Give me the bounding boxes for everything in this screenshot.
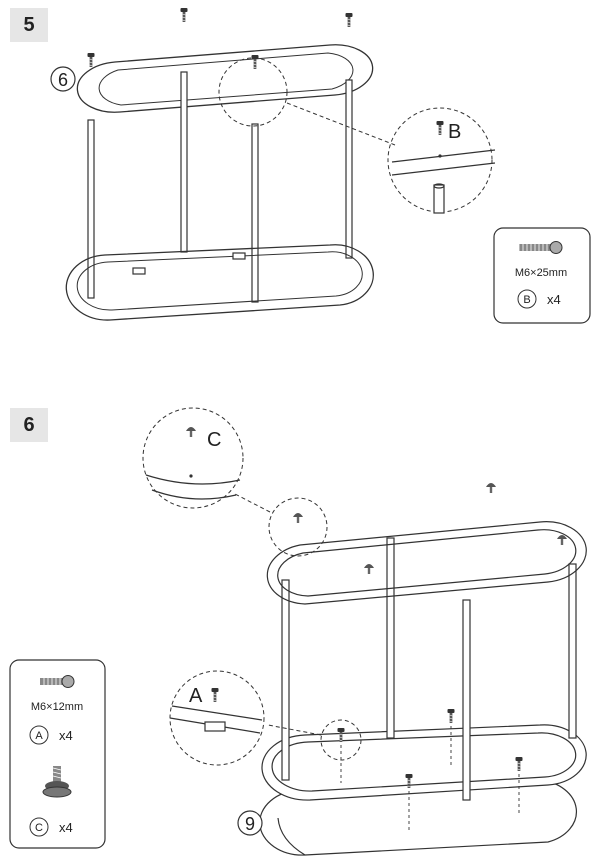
step-number: 5	[23, 13, 35, 36]
hardware-qty: x4	[547, 292, 561, 307]
hardware-qty: x4	[59, 728, 73, 743]
part-callout-circle	[50, 66, 76, 92]
detail-label-c: C	[207, 429, 221, 451]
bolt-m6x12-icon	[40, 675, 75, 688]
bottom-frame	[65, 244, 374, 321]
detail-label-a: A	[189, 685, 203, 707]
hardware-box: M6×25mm B x4	[493, 227, 591, 324]
hardware-box: M6×12mm A x4 C x4	[9, 659, 106, 849]
detail-origin-circle	[218, 57, 288, 127]
detail-label-b: B	[448, 121, 461, 143]
bolt-m6x25-icon	[518, 241, 563, 254]
part-callout-number: 9	[245, 814, 255, 834]
step-number-badge: 6	[10, 408, 48, 442]
hardware-letter: C	[35, 822, 43, 834]
hardware-qty: x4	[59, 820, 73, 835]
detail-magnified-circle-top	[142, 407, 244, 509]
bottom-frame	[261, 724, 587, 801]
step-number-badge: 5	[10, 8, 48, 42]
legs	[281, 537, 577, 801]
top-frame	[76, 44, 374, 113]
part-callout-number: 6	[58, 70, 68, 90]
step5-assembly	[65, 7, 496, 321]
step6-assembly	[142, 407, 587, 856]
screws	[87, 7, 353, 70]
detail-magnified-circle	[387, 107, 493, 213]
glide-foot-icon	[42, 766, 72, 798]
step-number: 6	[23, 413, 35, 436]
detail-leader-line	[286, 102, 396, 146]
hardware-size-label: M6×25mm	[515, 267, 567, 279]
hardware-letter: B	[523, 294, 530, 306]
top-frame	[266, 521, 587, 605]
hardware-size-label: M6×12mm	[31, 701, 83, 713]
legs	[87, 71, 353, 303]
part-callout-circle	[237, 810, 263, 836]
hardware-letter: A	[35, 730, 43, 742]
